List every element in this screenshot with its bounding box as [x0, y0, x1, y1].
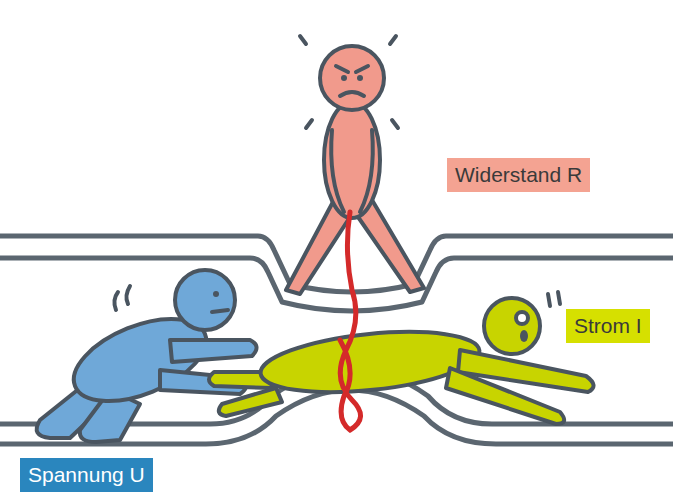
voltage-label: Spannung U — [20, 458, 153, 492]
red-figure — [286, 36, 424, 294]
red-eye — [357, 75, 363, 81]
green-head — [484, 298, 540, 354]
upper-wall-bottom — [0, 258, 673, 311]
label-text: Widerstand R — [455, 162, 582, 188]
label-text: Spannung U — [28, 462, 145, 488]
red-body — [324, 102, 380, 218]
green-mouth — [520, 330, 528, 342]
motion-mark — [300, 36, 398, 128]
red-head — [320, 46, 384, 110]
blue-head — [175, 270, 235, 330]
red-arm — [331, 130, 373, 212]
upper-wall-top — [0, 236, 673, 292]
green-arm — [446, 368, 564, 424]
red-leg — [356, 200, 424, 292]
red-mouth — [340, 92, 364, 96]
motion-mark — [114, 286, 130, 310]
red-brow — [336, 66, 368, 72]
green-leg — [219, 388, 282, 416]
label-text: Strom I — [574, 313, 642, 339]
current-label: Strom I — [566, 309, 650, 343]
tube-walls — [0, 236, 673, 444]
blue-arm — [170, 340, 257, 362]
rope — [340, 212, 361, 430]
resistor-label: Widerstand R — [447, 158, 590, 192]
motion-mark — [548, 292, 560, 306]
red-eye — [341, 75, 347, 81]
blue-mouth — [212, 310, 228, 312]
green-eye — [516, 312, 528, 324]
green-figure — [209, 292, 594, 424]
blue-eye — [213, 291, 219, 297]
